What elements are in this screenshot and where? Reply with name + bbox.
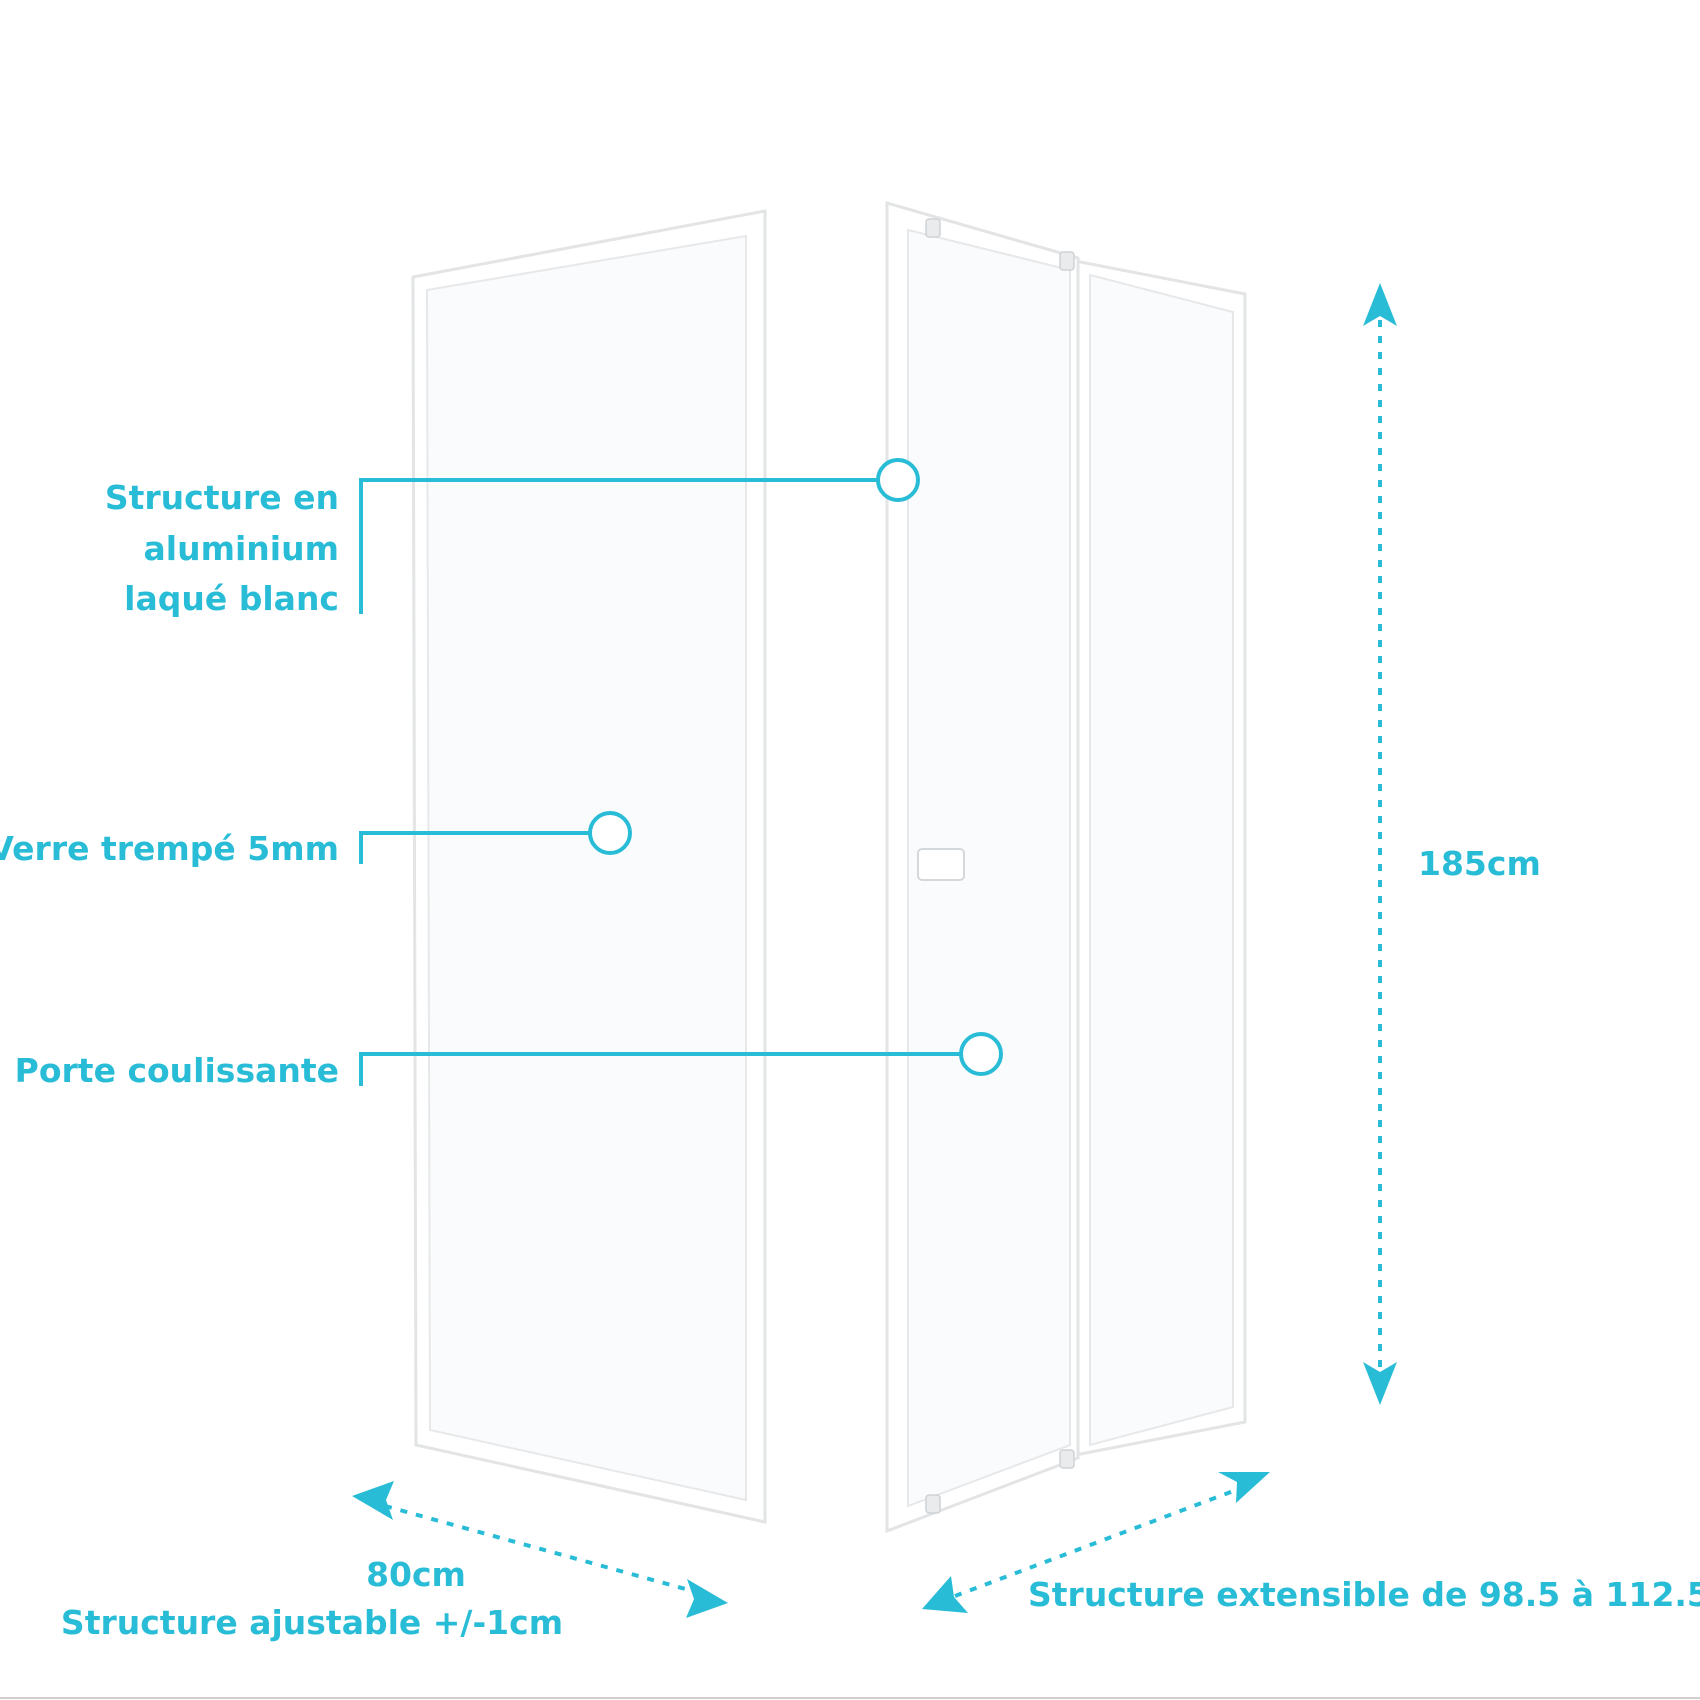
front-dim-line <box>954 1488 1237 1598</box>
callout-door-leader <box>359 1052 961 1086</box>
side-width-label: 80cm <box>366 1555 466 1594</box>
roller-bottom-right <box>1059 1449 1075 1469</box>
front-door-glass <box>907 228 1071 1508</box>
dimension-front: Structure extensible de 98.5 à 112.5cm <box>922 1472 1700 1614</box>
side-dim-line <box>384 1504 701 1595</box>
front-fixed-glass <box>1089 273 1234 1447</box>
front-width-label: Structure extensible de 98.5 à 112.5cm <box>1028 1575 1700 1614</box>
callout-structure: Structure en aluminium laqué blanc <box>105 458 920 618</box>
side-adjust-label: Structure ajustable +/-1cm <box>61 1603 563 1642</box>
callout-structure-leader <box>359 478 878 614</box>
side-arrow-left-icon <box>352 1481 394 1520</box>
roller-top-left <box>925 218 941 238</box>
height-arrow-top-icon <box>1363 283 1397 326</box>
callout-structure-line3: laqué blanc <box>124 579 339 618</box>
side-panel-glass <box>425 234 747 1502</box>
callout-door: Porte coulissante <box>15 1032 1003 1090</box>
dimension-height: 185cm <box>1363 283 1541 1405</box>
front-arrow-right-icon <box>1218 1472 1270 1503</box>
front-arrow-left-icon <box>922 1576 968 1613</box>
dimension-side: 80cm Structure ajustable +/-1cm <box>61 1481 728 1642</box>
callout-structure-line2: aluminium <box>144 529 339 568</box>
roller-top-right <box>1059 251 1075 271</box>
side-arrow-right-icon <box>686 1579 728 1618</box>
callout-glass: Verre trempé 5mm <box>0 811 632 868</box>
callout-glass-label: Verre trempé 5mm <box>0 829 339 868</box>
height-label: 185cm <box>1418 844 1541 883</box>
callout-glass-leader <box>359 831 590 864</box>
front-assembly <box>885 201 1247 1534</box>
callout-structure-line1: Structure en <box>105 478 339 517</box>
callout-door-label: Porte coulissante <box>15 1051 339 1090</box>
roller-bottom-left <box>925 1494 941 1514</box>
callout-glass-marker <box>588 811 632 855</box>
callout-structure-marker <box>876 458 920 502</box>
height-arrow-bottom-icon <box>1363 1362 1397 1405</box>
door-handle <box>917 848 965 881</box>
side-panel <box>411 209 767 1524</box>
callout-door-marker <box>959 1032 1003 1076</box>
